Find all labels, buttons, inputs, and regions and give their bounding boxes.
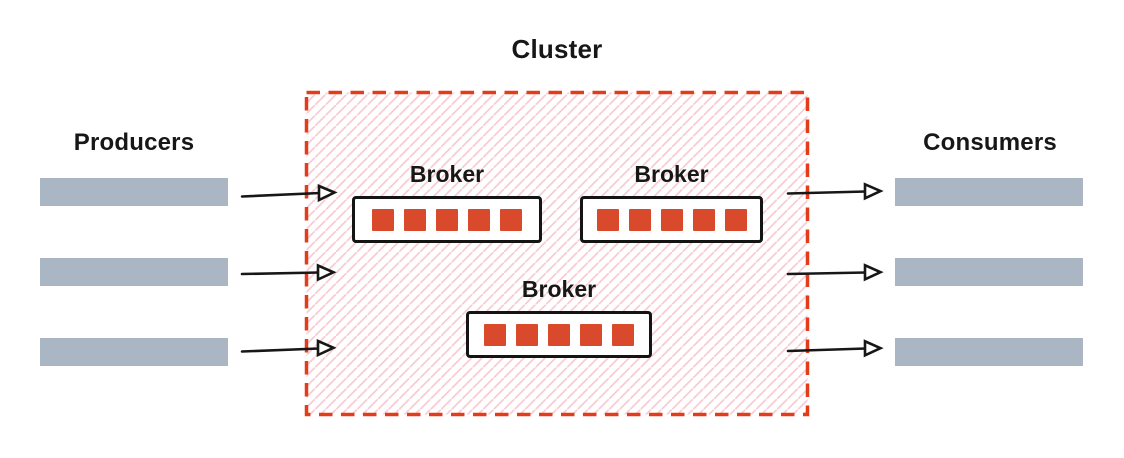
partition-block — [372, 208, 394, 231]
partition-block — [628, 208, 651, 231]
consumer-arrow-3 — [786, 339, 884, 358]
partition-block — [516, 323, 538, 346]
partition-block — [484, 323, 506, 346]
partition-block — [548, 323, 570, 346]
partition-block — [468, 208, 490, 231]
arrowhead-icon — [317, 184, 338, 203]
broker-group-2: Broker — [580, 161, 763, 243]
arrowhead-icon — [863, 263, 884, 282]
arrowhead-icon — [316, 339, 337, 358]
broker-box — [466, 311, 652, 358]
cluster-title: Cluster — [511, 34, 603, 64]
producer-stream-list — [40, 178, 228, 366]
producer-stream-bar — [40, 178, 228, 206]
consumer-arrow-2 — [786, 263, 884, 282]
broker-group-3: Broker — [466, 276, 652, 358]
consumer-stream-bar — [895, 338, 1083, 366]
broker-label: Broker — [634, 161, 709, 187]
broker-box — [580, 196, 763, 243]
partition-block — [436, 208, 458, 231]
partition-block — [692, 208, 715, 231]
producers-label: Producers — [73, 129, 195, 156]
broker-group-1: Broker — [352, 161, 542, 243]
partition-block — [612, 323, 634, 346]
consumers-label: Consumers — [923, 129, 1057, 156]
partition-block — [596, 208, 619, 231]
arrowhead-icon — [863, 339, 884, 358]
partition-block — [500, 208, 522, 231]
arrowhead-icon — [316, 263, 337, 282]
broker-label: Broker — [409, 161, 485, 187]
consumer-stream-bar — [895, 258, 1083, 286]
producer-arrow-2 — [240, 263, 337, 282]
producer-stream-bar — [40, 258, 228, 286]
consumer-arrow-1 — [786, 182, 884, 201]
partition-block — [404, 208, 426, 231]
broker-label: Broker — [521, 276, 597, 302]
producer-arrow-3 — [240, 339, 337, 358]
partition-block — [724, 208, 747, 231]
producer-stream-bar — [40, 338, 228, 366]
cluster-boundary-box — [304, 90, 810, 417]
broker-box — [352, 196, 542, 243]
partition-block — [660, 208, 683, 231]
consumer-stream-bar — [895, 178, 1083, 206]
partition-block — [580, 323, 602, 346]
arrowhead-icon — [863, 182, 884, 201]
consumer-stream-list — [895, 178, 1083, 366]
producer-arrow-1 — [240, 184, 338, 203]
